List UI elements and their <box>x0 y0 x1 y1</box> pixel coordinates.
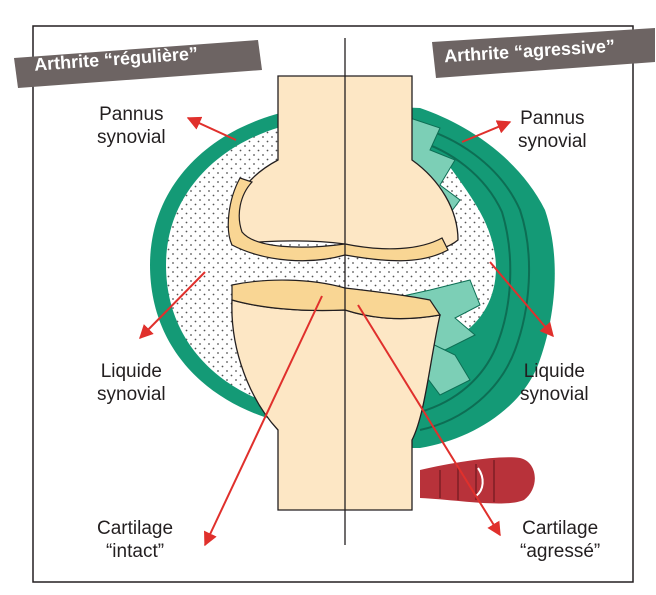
label-cartilage-right: Cartilage“agressé” <box>520 517 600 563</box>
label-cartilage-left: Cartilage“intact” <box>97 517 173 563</box>
